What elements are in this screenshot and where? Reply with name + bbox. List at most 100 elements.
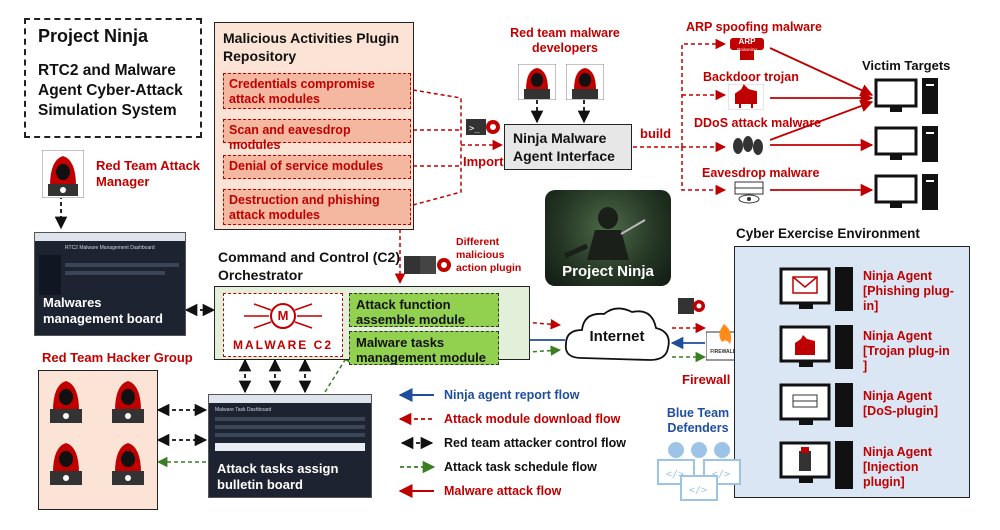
bulletin-browser-bar <box>209 395 371 403</box>
legend: Ninja agent report flow Attack module do… <box>398 386 638 502</box>
c2-logo-letter: M <box>277 308 289 323</box>
project-subtitle: RTC2 and Malware Agent Cyber-Attack Simu… <box>38 62 183 119</box>
bulletin-to-tasks <box>324 351 351 393</box>
internet-label: Internet <box>589 328 645 345</box>
legend-swatch-download <box>398 412 434 426</box>
svg-text:</>: </> <box>666 469 684 480</box>
arp-poisoning-icon: ARP Poisoning <box>728 36 766 62</box>
arp-attack <box>769 47 874 96</box>
hacker-icon-1 <box>47 379 85 425</box>
agent-dos-label: Ninja Agent [DoS-plugin] <box>863 389 938 418</box>
terminal-skull-icon: >_ <box>466 118 500 138</box>
attack-function-assemble-module[interactable]: Attack function assemble module <box>349 293 499 327</box>
malware-trojan-label: Backdoor trojan <box>703 70 799 84</box>
victim-computer-1[interactable] <box>874 76 940 116</box>
cloud-icon <box>564 307 670 361</box>
import-line-1 <box>412 89 462 164</box>
developer-icon-1 <box>517 63 557 101</box>
project-title: Project Ninja <box>38 26 149 46</box>
board-label: Malwares management board <box>43 295 163 326</box>
malware-c2-logo[interactable]: M MALWARE C2 <box>223 293 343 357</box>
legend-swatch-schedule <box>400 460 436 474</box>
agent-phishing-label: Ninja Agent [Phishing plug-in] <box>863 269 954 313</box>
legend-swatch-report <box>398 388 434 402</box>
ddos-attack-2 <box>769 100 874 141</box>
cyber-exercise-environment: Ninja Agent [Phishing plug-in] Ninja Age… <box>734 246 970 498</box>
svg-text:>_: >_ <box>469 124 480 134</box>
legend-swatch-attack <box>398 484 434 498</box>
agent-trojan-label: Ninja Agent [Trojan plug-in ] <box>863 329 950 373</box>
agent-computer-trojan[interactable] <box>779 323 857 371</box>
import-line-4 <box>412 164 462 206</box>
module-scan-eavesdrop[interactable]: Scan and eavesdrop modules <box>223 119 411 152</box>
legend-label: Red team attacker control flow <box>444 436 626 450</box>
svg-text:</>: </> <box>712 469 730 480</box>
arp-icon-text: ARP <box>738 37 756 46</box>
firewall-icon-text: FIREWALL <box>710 349 736 355</box>
cyber-env-title: Cyber Exercise Environment <box>736 226 920 241</box>
victim-computer-3[interactable] <box>874 172 940 212</box>
hacker-group-box <box>38 370 158 510</box>
c2-orchestrator: M MALWARE C2 Attack function assemble mo… <box>214 286 530 365</box>
firewall-label: Firewall <box>682 372 731 387</box>
victim-targets-label: Victim Targets <box>862 58 951 73</box>
blue-team-icon: </> </> </> <box>654 440 744 504</box>
board-screen-title: RTC2 Malware Management Dashboard <box>65 245 155 251</box>
agent-computer-dos[interactable] <box>779 381 857 429</box>
module-destruction-phishing[interactable]: Destruction and phishing attack modules <box>223 189 411 225</box>
malware-eavesdrop-label: Eavesdrop malware <box>702 166 820 180</box>
ninja-malware-agent-interface[interactable]: Ninja Malware Agent Interface <box>504 124 632 170</box>
ninja-figure-icon <box>563 207 646 260</box>
repository-title: Malicious Activities Plugin Repository <box>223 30 400 64</box>
bulletin-label: Attack tasks assign bulletin board <box>217 461 339 492</box>
build-eavesdrop <box>681 147 727 196</box>
project-ninja-image: Project Ninja <box>545 190 671 286</box>
terminal-skull-icon-2 <box>678 296 706 318</box>
c2-title: Command and Control (C2) Orchestrator <box>218 249 400 283</box>
internet-cloud: Internet <box>560 302 674 372</box>
stacked-plugins-icon <box>404 252 452 278</box>
ddos-bugs-icon <box>728 132 766 158</box>
trojan-horse-icon <box>727 83 765 111</box>
board-sidebar <box>39 255 61 295</box>
blue-team-label: Blue Team Defenders <box>666 406 730 435</box>
malwares-management-board[interactable]: RTC2 Malware Management Dashboard Malwar… <box>34 232 186 336</box>
plugin-repository: Malicious Activities Plugin Repository C… <box>214 22 414 230</box>
developer-icon-2 <box>565 63 605 101</box>
board-row <box>65 263 179 267</box>
build-label: build <box>640 126 672 141</box>
malware-tasks-management-module[interactable]: Malware tasks management module <box>349 331 499 365</box>
legend-label: Attack module download flow <box>444 412 621 426</box>
import-label: Import <box>463 154 504 169</box>
title-box: Project Ninja RTC2 and Malware Agent Cyb… <box>24 18 202 138</box>
bulletin-row <box>215 425 365 429</box>
hacker-group-label: Red Team Hacker Group <box>42 350 193 365</box>
ninja-image-label: Project Ninja <box>562 263 654 280</box>
bulletin-row <box>215 417 365 421</box>
c2-logo-text: MALWARE C2 <box>232 338 333 352</box>
board-row <box>65 271 165 275</box>
agent-computer-phishing[interactable] <box>779 265 857 313</box>
module-denial-of-service[interactable]: Denial of service modules <box>223 155 411 179</box>
module-credentials[interactable]: Credentials compromise attack modules <box>223 73 411 109</box>
bulletin-row <box>215 433 365 437</box>
board-browser-bar <box>35 233 185 241</box>
victim-computer-2[interactable] <box>874 124 940 164</box>
agent-injection-label: Ninja Agent [Injection plugin] <box>863 445 932 489</box>
svg-text:</>: </> <box>689 485 707 496</box>
malware-arp-label: ARP spoofing malware <box>686 20 822 34</box>
bulletin-highlight-row <box>215 443 365 451</box>
agent-computer-injection[interactable] <box>779 439 857 491</box>
bulletin-board[interactable]: Malware Task Dashboard Attack tasks assi… <box>208 394 372 498</box>
eavesdrop-keyboard-icon <box>734 180 764 204</box>
legend-label: Attack task schedule flow <box>444 460 597 474</box>
arp-icon-sub: Poisoning <box>737 47 757 52</box>
hacker-icon-2 <box>109 379 147 425</box>
hacker-icon-3 <box>47 441 85 487</box>
bulletin-screen-title: Malware Task Dashboard <box>215 407 272 413</box>
legend-label: Malware attack flow <box>444 484 562 498</box>
hacker-icon-4 <box>109 441 147 487</box>
red-team-manager-label: Red Team Attack Manager <box>96 158 201 189</box>
developers-label: Red team malware developers <box>510 26 620 55</box>
red-team-manager-icon <box>41 149 85 199</box>
